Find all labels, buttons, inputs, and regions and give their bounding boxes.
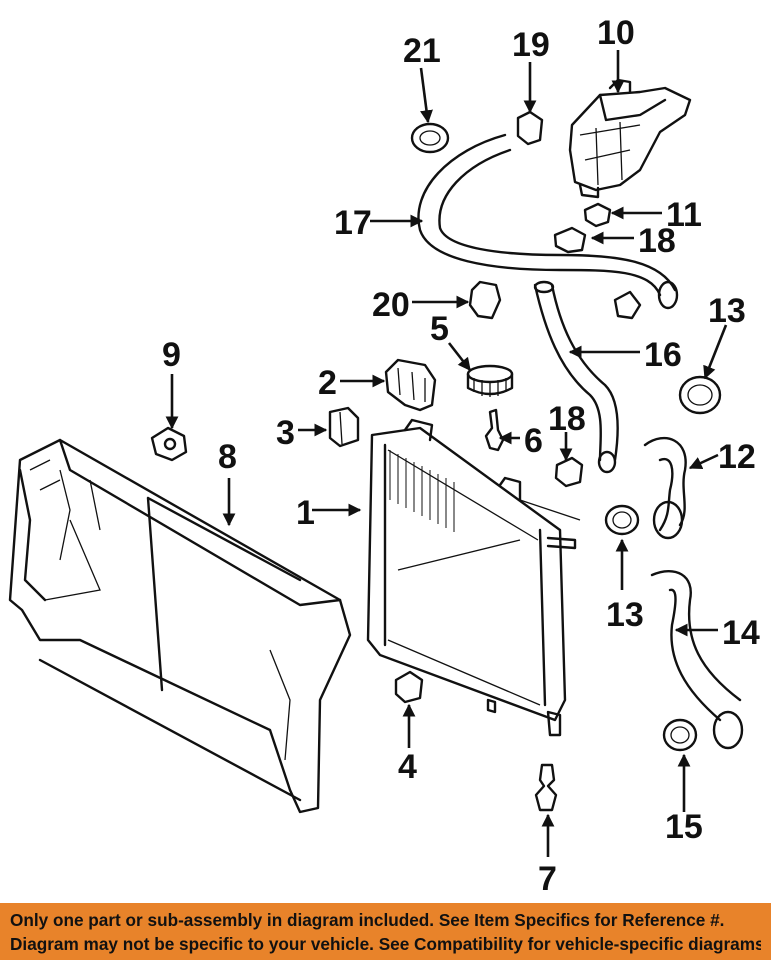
callout-labels: 1 2 3 4 5 6 7 8 9 10 11 12 13 13 14 15 1… [162, 14, 760, 898]
fan-shroud-part [8, 438, 352, 814]
callout-14: 14 [722, 614, 760, 652]
callout-8: 8 [218, 438, 237, 476]
bracket-part [384, 358, 437, 412]
callout-4: 4 [398, 748, 417, 786]
clamp-lower-part [554, 456, 584, 488]
lower-hose-part [650, 570, 744, 750]
clamp-15-part [662, 718, 698, 752]
mount-part [328, 406, 360, 448]
leader-lines [165, 50, 728, 857]
callout-12: 12 [718, 438, 756, 476]
callout-11: 11 [666, 196, 702, 234]
clamp-20-part [468, 280, 502, 320]
callout-15: 15 [665, 808, 703, 846]
expansion-tank-part [568, 78, 692, 199]
callout-18-top: 18 [638, 222, 676, 260]
callout-19: 19 [512, 26, 550, 64]
callout-16: 16 [644, 336, 682, 374]
notice-line-1: Only one part or sub-assembly in diagram… [10, 910, 725, 930]
parts-diagram: 1 2 3 4 5 6 7 8 9 10 11 12 13 13 14 15 1… [8, 14, 760, 898]
callout-2: 2 [318, 364, 337, 402]
callout-21: 21 [403, 32, 441, 70]
callout-10: 10 [597, 14, 635, 52]
hose-16-part [533, 280, 642, 474]
callout-3: 3 [276, 414, 295, 452]
drain-plug-part [534, 763, 558, 812]
callout-1: 1 [296, 494, 315, 532]
sensor-part [484, 408, 505, 452]
callout-20: 20 [372, 286, 410, 324]
callout-7: 7 [538, 860, 557, 898]
clamp-top-part [553, 226, 587, 254]
clamp-13-top-part [678, 375, 722, 415]
tank-cap-part [583, 202, 612, 228]
callout-17: 17 [334, 204, 372, 242]
clamp-21-part [410, 122, 450, 154]
hose-12-part [643, 436, 687, 540]
callout-5: 5 [430, 310, 449, 348]
clamp-19-part [516, 110, 544, 146]
cap-part [466, 364, 514, 397]
notice-banner: Only one part or sub-assembly in diagram… [0, 903, 771, 960]
radiator-part [366, 418, 581, 737]
clamp-13-lower-part [604, 504, 640, 536]
callout-13-top: 13 [708, 292, 746, 330]
callout-6: 6 [524, 422, 543, 460]
clip-part [150, 426, 188, 462]
callout-13-lower: 13 [606, 596, 644, 634]
callout-9: 9 [162, 336, 181, 374]
lower-mount-part [394, 670, 424, 704]
notice-line-2: Diagram may not be specific to your vehi… [10, 934, 761, 954]
upper-hose-part [417, 133, 679, 310]
callout-18-lower: 18 [548, 400, 586, 438]
